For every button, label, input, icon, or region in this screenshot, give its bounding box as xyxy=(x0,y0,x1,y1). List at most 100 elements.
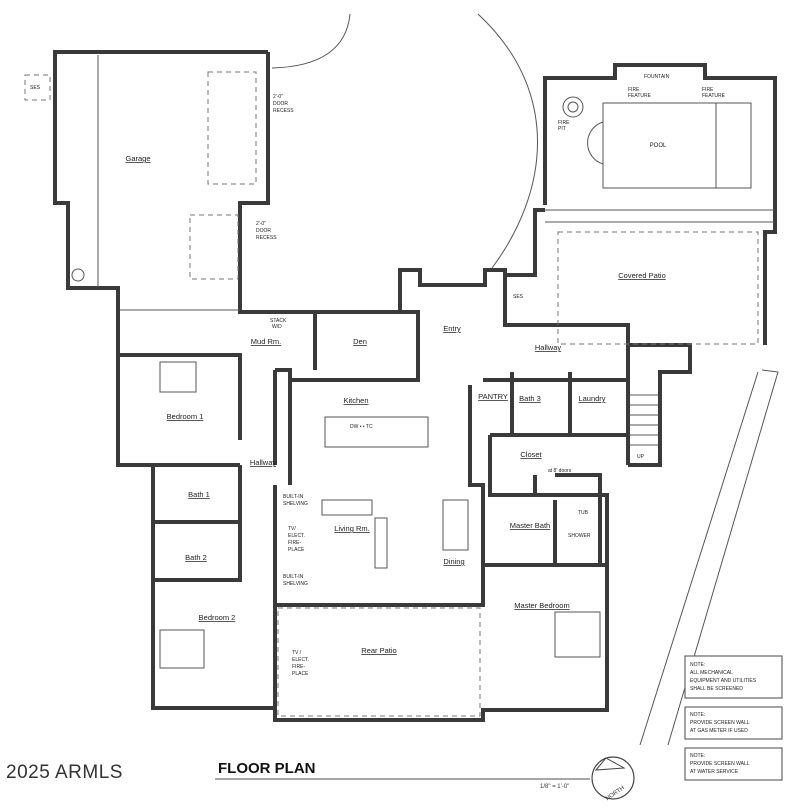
room-label-master-bedroom: Master Bedroom xyxy=(514,601,569,610)
svg-text:NOTE:: NOTE: xyxy=(690,712,705,718)
master-bath-walls xyxy=(533,473,602,565)
stairs-walls xyxy=(628,343,692,467)
room-label-rear-patio: Rear Patio xyxy=(361,646,396,655)
svg-text:RECESS: RECESS xyxy=(256,235,277,241)
room-label-garage: Garage xyxy=(125,154,150,163)
doors-8ft-label: at 8' doors xyxy=(548,468,572,474)
svg-text:2'-0": 2'-0" xyxy=(273,94,283,100)
bed-2 xyxy=(159,629,205,669)
room-label-bedroom1: Bedroom 1 xyxy=(167,412,204,421)
room-label-bath3: Bath 3 xyxy=(519,394,541,403)
covered-patio-outline xyxy=(557,231,759,345)
covered-patio-west-wall xyxy=(505,208,545,277)
dining-table xyxy=(442,499,469,551)
watermark: 2025 ARMLS xyxy=(6,762,123,783)
svg-text:EQUIPMENT AND UTILITIES: EQUIPMENT AND UTILITIES xyxy=(690,678,757,684)
svg-text:ELECT.: ELECT. xyxy=(292,657,309,663)
ses-label-2: SES xyxy=(513,294,524,300)
pool-enclosure-walls xyxy=(543,63,777,345)
rear-patio-outline xyxy=(277,607,481,717)
room-label-kitchen: Kitchen xyxy=(343,396,368,405)
note-box-2: NOTE: PROVIDE SCREEN WALL AT GAS METER IF … xyxy=(684,706,783,740)
lot-arc xyxy=(477,13,538,269)
fire-pit-inner xyxy=(567,101,579,113)
shower-label: SHOWER xyxy=(568,533,591,539)
kitchen-walls xyxy=(275,368,485,607)
svg-text:PROVIDE SCREEN WALL: PROVIDE SCREEN WALL xyxy=(690,720,750,726)
room-label-entry: Entry xyxy=(443,324,461,333)
utility-walls xyxy=(483,372,628,567)
note-box-3: NOTE: PROVIDE SCREEN WALL AT WATER SERVICE xyxy=(684,747,783,781)
den-walls xyxy=(290,312,420,382)
svg-text:FEATURE: FEATURE xyxy=(702,93,726,99)
svg-text:PLACE: PLACE xyxy=(292,671,309,677)
room-label-dining: Dining xyxy=(443,557,464,566)
svg-text:AT WATER SERVICE: AT WATER SERVICE xyxy=(690,769,739,775)
sofa xyxy=(321,499,373,516)
svg-text:NOTE:: NOTE: xyxy=(690,753,705,759)
svg-text:ELECT.: ELECT. xyxy=(288,533,305,539)
room-label-pantry: PANTRY xyxy=(478,392,508,401)
room-label-bath1: Bath 1 xyxy=(188,490,210,499)
entry-walls xyxy=(398,268,630,465)
pool-outline xyxy=(602,102,752,189)
room-label-den: Den xyxy=(353,337,367,346)
svg-text:PIT: PIT xyxy=(558,126,566,132)
svg-text:AT GAS METER IF USED: AT GAS METER IF USED xyxy=(690,728,748,734)
driveway-arc xyxy=(271,13,351,69)
svg-text:BUILT-IN: BUILT-IN xyxy=(283,494,304,500)
room-label-living: Living Rm. xyxy=(334,524,369,533)
svg-text:SHELVING: SHELVING xyxy=(283,581,308,587)
fire-pit-icon xyxy=(562,96,584,118)
svg-text:SHALL BE SCREENED: SHALL BE SCREENED xyxy=(690,686,743,692)
svg-text:SHELVING: SHELVING xyxy=(283,501,308,507)
ses-box xyxy=(24,74,51,101)
kitchen-island xyxy=(324,416,429,448)
plan-title: FLOOR PLAN xyxy=(218,760,316,777)
room-label-bath2: Bath 2 xyxy=(185,553,207,562)
svg-text:TV/: TV/ xyxy=(288,526,296,532)
room-label-pool: POOL xyxy=(650,143,667,149)
tv-fireplace-note: TV/ELECT.FIRE-PLACE xyxy=(288,526,305,553)
svg-text:2'-0": 2'-0" xyxy=(256,221,266,227)
bed-1 xyxy=(159,361,197,393)
water-heater-icon xyxy=(71,268,85,282)
stairs xyxy=(630,394,658,446)
room-label-master-bath: Master Bath xyxy=(510,521,550,530)
lot-line xyxy=(667,369,779,746)
svg-text:FEATURE: FEATURE xyxy=(628,93,652,99)
svg-text:FIRE: FIRE xyxy=(702,87,714,93)
svg-text:DOOR: DOOR xyxy=(256,228,271,234)
note-box-1: NOTE:ALL MECHANICAL EQUIPMENT AND UTILIT… xyxy=(684,655,783,699)
ses-label: SES xyxy=(30,85,41,91)
svg-text:TV /: TV / xyxy=(292,650,302,656)
svg-text:FIRE: FIRE xyxy=(628,87,640,93)
svg-text:PROVIDE SCREEN WALL: PROVIDE SCREEN WALL xyxy=(690,761,750,767)
bedroom1-walls xyxy=(118,353,242,467)
tub-label: TUB xyxy=(578,510,589,516)
room-label-bedroom2: Bedroom 2 xyxy=(199,613,236,622)
room-label-closet: Closet xyxy=(520,450,542,459)
room-label-hallway: Hallway xyxy=(535,343,562,352)
svg-text:ALL MECHANICAL: ALL MECHANICAL xyxy=(690,670,733,676)
svg-text:BUILT-IN: BUILT-IN xyxy=(283,574,304,580)
lot-line-2 xyxy=(639,371,759,746)
sofa-2 xyxy=(374,517,388,569)
room-label-covered-patio: Covered Patio xyxy=(618,271,666,280)
svg-text:NORTH: NORTH xyxy=(605,785,626,802)
fountain-label: FOUNTAIN xyxy=(644,74,670,80)
garage-walls xyxy=(53,50,609,722)
svg-text:DOOR: DOOR xyxy=(273,101,288,107)
garage-door-recess-1 xyxy=(207,71,257,185)
svg-text:W/D: W/D xyxy=(272,324,282,330)
svg-text:STACK: STACK xyxy=(270,318,287,324)
garage-door-recess-2 xyxy=(189,214,239,280)
tv-rear-patio-note: TV /ELECT.FIRE-PLACE xyxy=(292,650,309,677)
